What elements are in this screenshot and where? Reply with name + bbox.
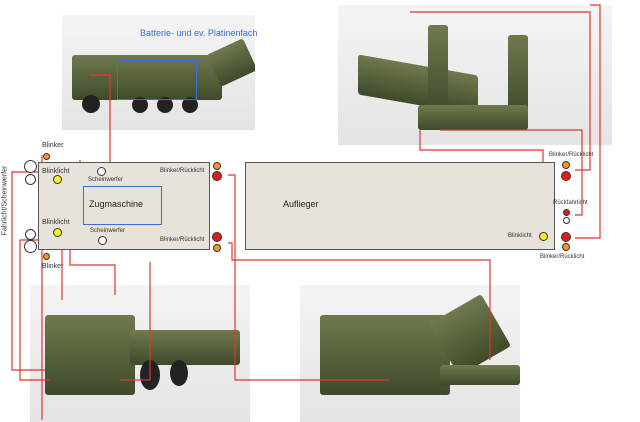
headlight-front-right-outer — [24, 240, 37, 253]
trailer-label: Auflieger — [283, 199, 319, 209]
blinker-front-left — [43, 153, 50, 160]
blinklicht-trailer-label: Blinklicht — [508, 233, 532, 239]
tractor-rear-light-left — [212, 171, 222, 181]
battery-label: Batterie- und ev. Platinenfach — [140, 28, 258, 38]
battery-compartment-box — [117, 60, 197, 100]
headlight-front-right-inner — [25, 229, 36, 240]
trailer-rear-light-right — [561, 232, 571, 242]
beacon-right — [53, 228, 62, 237]
tractor-box — [83, 186, 162, 225]
tractor-rear-label-bottom: Blinker/Rücklicht — [160, 237, 205, 243]
blinker-label-top: Blinker — [42, 142, 64, 149]
spotlight-top — [97, 167, 106, 176]
blinker-label-bottom: Blinker — [42, 263, 64, 270]
photo-tractor-side — [62, 15, 255, 130]
spotlight-bottom — [98, 236, 107, 245]
tractor-rear-light-right — [212, 232, 222, 242]
photo-trailer-rear — [338, 5, 612, 145]
beacon-left — [53, 175, 62, 184]
blinklicht-label-bottom: Blinklicht — [42, 219, 70, 226]
headlight-front-left-inner — [25, 174, 36, 185]
blinker-front-right — [43, 253, 50, 260]
rueckfahrlicht-label: Rückfahrlicht — [553, 200, 588, 206]
reverse-light-red — [563, 209, 570, 216]
blinklicht-label-top: Blinklicht — [42, 168, 70, 175]
tractor-rear-label-top: Blinker/Rücklicht — [160, 168, 205, 174]
beacon-trailer — [539, 232, 548, 241]
tractor-label: Zugmaschine — [89, 199, 144, 209]
trailer-rear-blinker-left — [562, 161, 570, 169]
trailer-rear-blinker-right — [562, 243, 570, 251]
trailer-rear-label-bottom: Blinker/Rücklicht — [540, 254, 585, 260]
photo-tractor-rear — [300, 285, 520, 422]
tractor-rear-blinker-left — [213, 162, 221, 170]
tractor-rear-blinker-right — [213, 244, 221, 252]
scheinwerfer-label-top: Scheinwerfer — [88, 177, 124, 183]
fahrlicht-label: Fahrlicht/Scheinwerfer — [1, 165, 9, 236]
trailer-panel — [245, 162, 555, 250]
trailer-rear-label-top: Blinker/Rücklicht — [549, 152, 594, 158]
headlight-front-left-outer — [24, 160, 37, 173]
trailer-rear-light-left — [561, 171, 571, 181]
scheinwerfer-label-bottom: Scheinwerfer — [90, 228, 126, 234]
photo-tractor-front — [30, 285, 250, 422]
reverse-light — [563, 217, 570, 224]
